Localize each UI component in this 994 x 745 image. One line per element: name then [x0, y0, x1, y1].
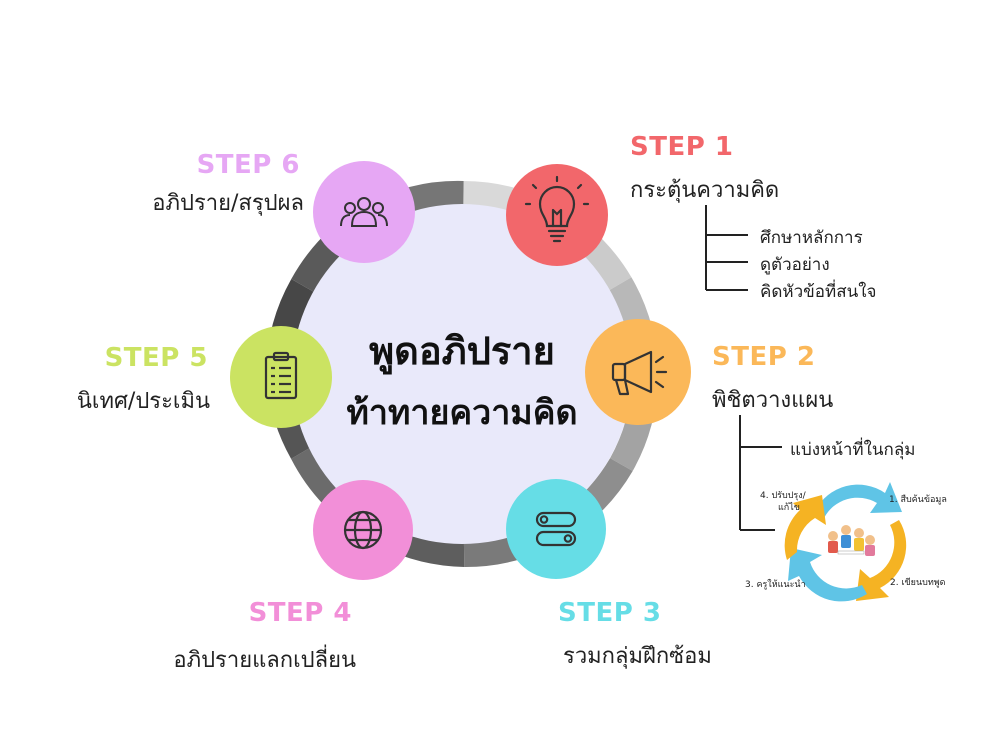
- step2-tree-lines: [739, 415, 782, 531]
- megaphone-icon: [611, 350, 668, 396]
- step3-label: STEP 3: [558, 598, 662, 628]
- step2-desc: พิชิตวางแผน: [712, 388, 834, 413]
- center-circle: [292, 204, 632, 544]
- cycle-step-4b: แก้ไข: [778, 503, 800, 513]
- children-illustration: [828, 525, 875, 556]
- cycle-step-1: 1. สืบค้นข้อมูล: [889, 495, 947, 505]
- cycle-step-4: 4. ปรับปรุง/: [760, 491, 806, 501]
- step5-desc: นิเทศ/ประเมิน: [76, 389, 210, 414]
- step5-node: [230, 326, 332, 428]
- cycle-arrow-1: [815, 482, 902, 518]
- step6-label: STEP 6: [196, 150, 300, 180]
- cycle-step-3: 3. ครูให้แนะนำ: [745, 580, 806, 590]
- center-title-line1: พูดอภิปราย: [369, 329, 555, 373]
- step1-tree-lines: [705, 205, 748, 291]
- step4-label: STEP 4: [248, 598, 352, 628]
- cycle-diagram: [784, 482, 907, 602]
- cycle-arrow-4: [784, 495, 826, 560]
- cycle-step-2: 2. เขียนบทพูด: [890, 578, 946, 588]
- step3-node: [506, 479, 606, 579]
- group-icon: [340, 197, 388, 227]
- clipboard-icon: [264, 351, 298, 400]
- step1-sub-1: ศึกษาหลักการ: [760, 228, 863, 248]
- cycle-arrow-3: [788, 548, 867, 602]
- step1-sub-2: ดูตัวอย่าง: [760, 255, 830, 275]
- step5-label: STEP 5: [104, 343, 208, 373]
- step1-label: STEP 1: [630, 132, 734, 162]
- step2-sub-1: แบ่งหน้าที่ในกลุ่ม: [790, 440, 916, 460]
- step1-node: [506, 164, 608, 266]
- step4-node: [313, 480, 413, 580]
- step1-sub-3: คิดหัวข้อที่สนใจ: [760, 282, 877, 302]
- step2-node: [585, 319, 691, 425]
- step6-node: [313, 161, 415, 263]
- toggle-switch-icon: [535, 511, 577, 547]
- globe-icon: [343, 510, 383, 550]
- step1-desc: กระตุ้นความคิด: [630, 178, 780, 203]
- cycle-arrow-2: [856, 520, 907, 601]
- step3-desc: รวมกลุ่มฝึกซ้อม: [563, 644, 712, 669]
- step6-desc: อภิปราย/สรุปผล: [152, 191, 304, 216]
- center-title-line2: ท้าทายความคิด: [346, 393, 578, 433]
- lightbulb-icon: [524, 175, 590, 243]
- step4-desc: อภิปรายแลกเปลี่ยน: [173, 648, 356, 673]
- step2-label: STEP 2: [712, 342, 816, 372]
